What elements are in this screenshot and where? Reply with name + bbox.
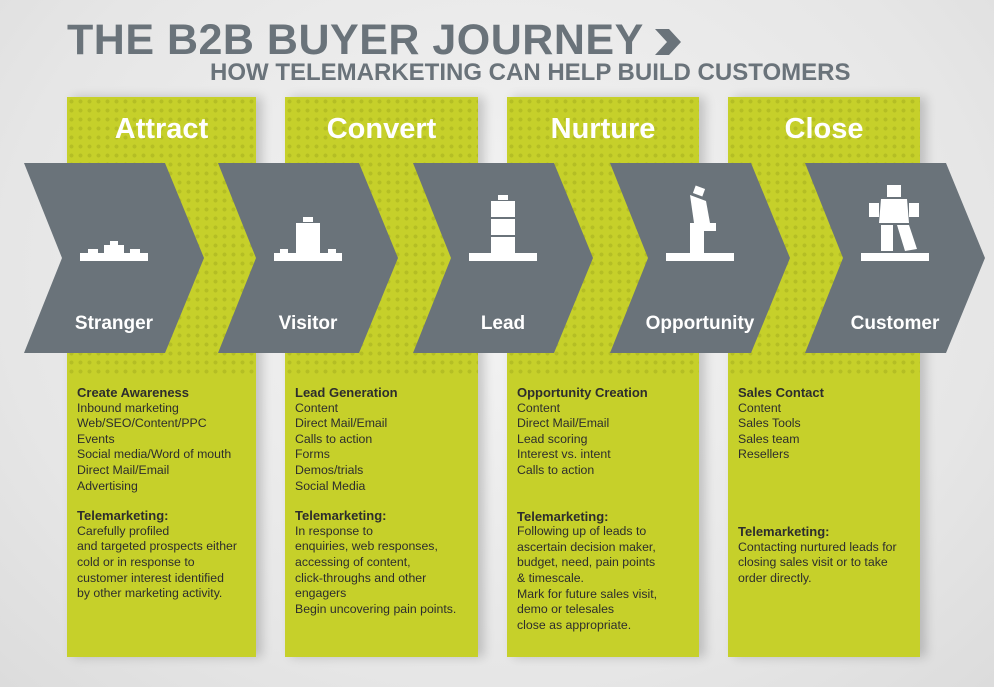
- page-subtitle: HOW TELEMARKETING CAN HELP BUILD CUSTOME…: [210, 59, 851, 86]
- telemarketing-line: demo or telesales: [517, 602, 615, 617]
- persona-label: Customer: [850, 313, 940, 334]
- stage-title: Close: [784, 113, 864, 145]
- page-title: THE B2B BUYER JOURNEY: [67, 16, 644, 64]
- stage-item: Web/SEO/Content/PPC: [77, 416, 207, 431]
- stage-item: Events: [77, 431, 115, 446]
- stage-title: Convert: [326, 113, 437, 145]
- stage-title: Attract: [114, 113, 209, 145]
- telemarketing-line: accessing of content,: [295, 554, 411, 569]
- telemarketing-line: customer interest identified: [77, 570, 224, 585]
- journey-arrow: Visitor: [218, 163, 398, 354]
- brick-flat-icon: [80, 241, 148, 261]
- lego-figure-icon: [861, 185, 929, 261]
- telemarketing-line: Carefully profiled: [77, 523, 170, 538]
- stage-item: Demos/trials: [295, 462, 364, 477]
- stage-item: Advertising: [77, 478, 138, 493]
- telemarketing-line: close as appropriate.: [517, 617, 632, 632]
- stage-item: Content: [738, 400, 782, 415]
- telemarketing-label: Telemarketing:: [295, 508, 387, 524]
- telemarketing-line: budget, need, pain points: [517, 555, 656, 570]
- journey-arrow: Stranger: [24, 163, 204, 354]
- brick-torso-icon: [666, 185, 734, 261]
- telemarketing-line: In response to: [295, 523, 373, 538]
- stage-item: Direct Mail/Email: [295, 416, 388, 431]
- telemarketing-line: Mark for future sales visit,: [517, 586, 658, 601]
- stage-heading: Create Awareness: [77, 385, 190, 400]
- telemarketing-label: Telemarketing:: [77, 508, 169, 524]
- stage-item: Direct Mail/Email: [77, 462, 170, 477]
- telemarketing-line: Begin uncovering pain points.: [295, 601, 457, 616]
- telemarketing-label: Telemarketing:: [517, 508, 609, 524]
- stage-item: Forms: [295, 447, 330, 462]
- stage-item: Lead scoring: [517, 431, 588, 446]
- title-arrow-icon: [655, 29, 681, 55]
- telemarketing-line: closing sales visit or to take: [738, 555, 888, 570]
- stage-item: Inbound marketing: [77, 400, 179, 415]
- telemarketing-line: order directly.: [738, 570, 812, 585]
- telemarketing-line: ascertain decision maker,: [517, 539, 656, 554]
- telemarketing-line: cold or in response to: [77, 554, 195, 569]
- stage-item: Interest vs. intent: [517, 447, 611, 462]
- telemarketing-label: Telemarketing:: [738, 523, 830, 539]
- telemarketing-line: Following up of leads to: [517, 524, 647, 539]
- persona-label: Visitor: [278, 313, 338, 334]
- journey-arrow: Opportunity: [610, 163, 790, 354]
- stage-item: Calls to action: [517, 462, 595, 477]
- stage-item: Content: [295, 400, 339, 415]
- telemarketing-line: by other marketing activity.: [77, 586, 223, 601]
- stage-item: Direct Mail/Email: [517, 416, 610, 431]
- stage-item: Social Media: [295, 478, 366, 493]
- stage-item: Social media/Word of mouth: [77, 447, 232, 462]
- stage-item: Sales team: [738, 431, 800, 446]
- telemarketing-line: engagers: [295, 586, 347, 601]
- brick-legs-icon: [469, 195, 537, 261]
- stage-item: Resellers: [738, 447, 790, 462]
- persona-label: Stranger: [74, 313, 154, 334]
- journey-arrow: Lead: [413, 163, 593, 354]
- stage-heading: Opportunity Creation: [517, 385, 648, 400]
- telemarketing-line: Contacting nurtured leads for: [738, 539, 897, 554]
- telemarketing-line: enquiries, web responses,: [295, 539, 438, 554]
- journey-arrow: Customer: [805, 163, 985, 354]
- stage-title: Nurture: [550, 113, 656, 145]
- stage-heading: Sales Contact: [738, 385, 824, 400]
- telemarketing-line: click-throughs and other: [295, 570, 427, 585]
- stage-heading: Lead Generation: [295, 385, 398, 400]
- stage-item: Calls to action: [295, 431, 373, 446]
- telemarketing-line: and targeted prospects either: [77, 539, 237, 554]
- stage-item: Content: [517, 400, 561, 415]
- telemarketing-line: & timescale.: [517, 570, 584, 585]
- persona-label: Opportunity: [645, 313, 755, 334]
- persona-label: Lead: [480, 313, 526, 334]
- stage-item: Sales Tools: [738, 416, 801, 431]
- brick-block-icon: [274, 217, 342, 261]
